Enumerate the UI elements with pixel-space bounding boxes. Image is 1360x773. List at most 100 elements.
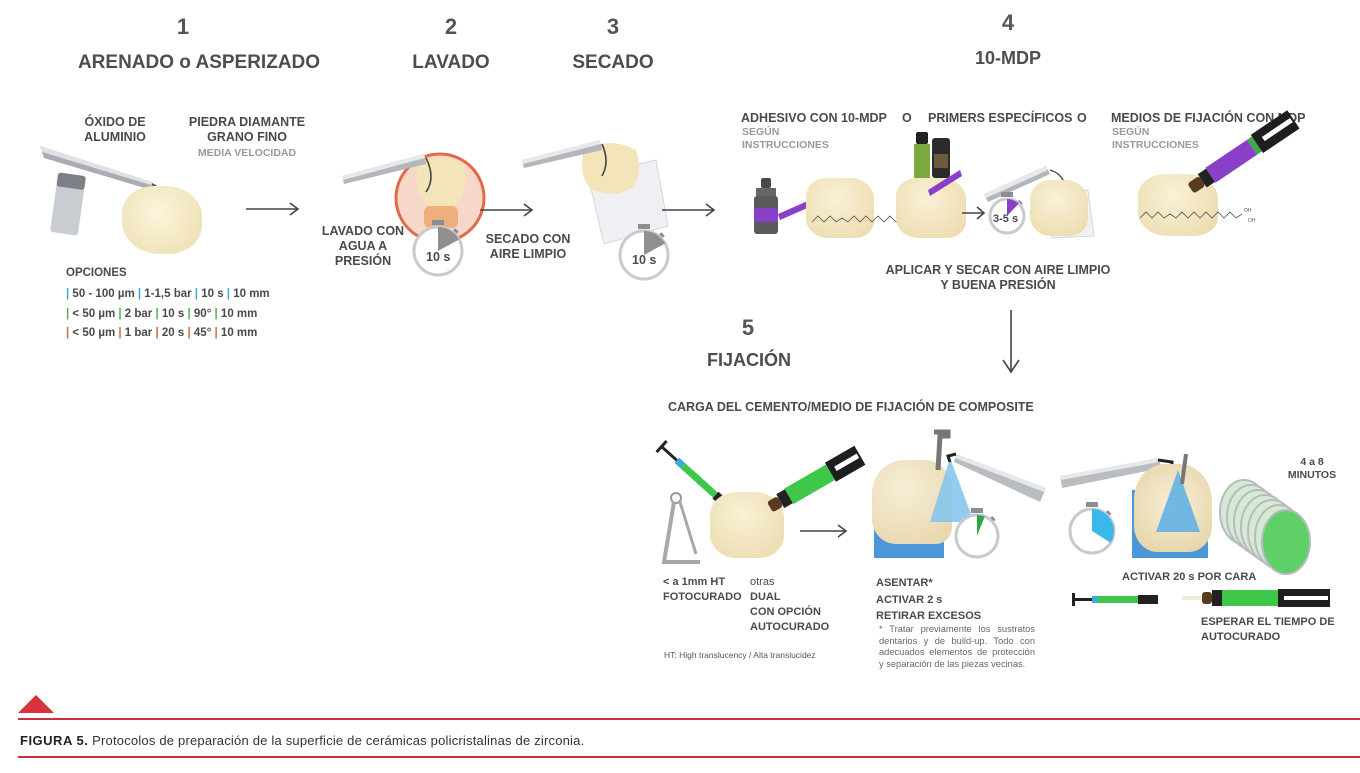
label-line: FOTOCURADO — [663, 591, 742, 603]
option-value: 90° — [193, 307, 215, 320]
divider-top — [18, 718, 1360, 720]
or-separator: O — [902, 111, 912, 125]
label-line: DUAL — [750, 591, 781, 603]
tooth-illustration — [896, 178, 966, 238]
step-3-number: 3 — [606, 14, 620, 39]
cement-loading-subtitle: CARGA DEL CEMENTO/MEDIO DE FIJACIÓN DE C… — [668, 400, 1034, 414]
arrow-right-icon — [662, 203, 716, 217]
step-4-title: 10-MDP — [974, 48, 1041, 68]
curing-time-discs-icon — [1219, 479, 1311, 575]
step-1-number: 1 — [176, 14, 190, 39]
label-line: < a 1mm HT — [663, 576, 726, 588]
label-line: ESPERAR EL TIEMPO DE — [1201, 616, 1335, 628]
option-separator: | — [137, 288, 145, 300]
stopwatch-crown — [1086, 502, 1098, 507]
sandblaster-icon — [40, 146, 164, 236]
option-separator: | — [66, 327, 73, 339]
option-value: 50 - 100 µm — [72, 288, 138, 300]
option-value: < 50 µm — [72, 327, 119, 339]
option-value: 10 s — [201, 288, 227, 300]
option-value: 2 bar — [124, 307, 156, 320]
figure-text: Protocolos de preparación de la superfic… — [88, 733, 585, 748]
option-separator: | — [118, 307, 125, 320]
option-value: 45° — [193, 327, 215, 339]
option-separator: | — [187, 327, 194, 339]
rinse-timer-label: 10 s — [426, 250, 451, 264]
molecule-label: OH — [1248, 218, 1256, 224]
label-line: ASENTAR* — [876, 577, 933, 589]
mdp-cement-label: MEDIOS DE FIJACIÓN CON MDP — [1111, 111, 1306, 125]
option-row: | < 50 µm | 1 bar | 20 s | 45° | 10 mm — [66, 324, 270, 344]
tooth-illustration — [806, 178, 874, 238]
label-line: ÓXIDO DE — [84, 115, 146, 129]
label-line: SEGÚN — [1112, 126, 1150, 138]
red-triangle-icon — [18, 695, 54, 713]
arrow-right-icon — [246, 202, 300, 216]
option-row: | 50 - 100 µm | 1-1,5 bar | 10 s | 10 mm — [66, 285, 270, 305]
primer-bottles-icon — [914, 132, 962, 196]
diamond-stone-label: PIEDRA DIAMANTE GRANO FINO MEDIA VELOCID… — [176, 115, 318, 160]
label-line: LAVADO CON — [321, 224, 405, 238]
curing-light-icon — [930, 429, 1046, 522]
stopwatch-crown — [971, 508, 983, 513]
option-value: 10 mm — [220, 327, 258, 339]
option-value: 1 bar — [124, 327, 156, 339]
label-line: ACTIVAR 2 s — [876, 593, 943, 606]
tooth-illustration — [122, 186, 202, 254]
activate-20s-label: ACTIVAR 20 s POR CARA — [1122, 571, 1257, 583]
figure-label: FIGURA 5. — [20, 733, 89, 748]
label-line: APLICAR Y SECAR CON AIRE LIMPIO — [885, 263, 1111, 277]
step-5-number: 5 — [741, 315, 755, 340]
stopwatch-elapsed-wedge — [438, 227, 460, 251]
stopwatch-icon — [618, 224, 670, 281]
photocure-label: < a 1mm HT FOTOCURADO — [663, 575, 742, 605]
aluminum-oxide-label: ÓXIDO DE ALUMINIO — [70, 115, 160, 145]
pretreatment-note: * Tratar previamente los sustratos denta… — [879, 624, 1035, 669]
rinse-label: LAVADO CON AGUA A PRESIÓN — [316, 224, 410, 269]
label-line: AUTOCURADO — [1201, 631, 1281, 643]
stopwatch-icon — [412, 220, 464, 277]
option-separator: | — [66, 307, 73, 320]
step-2-number: 2 — [444, 14, 458, 39]
mdp-molecule-icon: OH OH — [1139, 208, 1256, 224]
apply-timer-label: 3-5 s — [993, 213, 1019, 225]
option-value: 1-1,5 bar — [144, 288, 195, 300]
label-line: AUTOCURADO — [750, 621, 830, 633]
divider-bottom — [18, 756, 1360, 758]
minutes-label: 4 a 8 MINUTOS — [1282, 456, 1342, 482]
stopwatch-crown — [638, 224, 650, 229]
air-syringe-icon — [522, 140, 669, 245]
option-separator: | — [226, 288, 234, 300]
step-4-number: 4 — [1001, 10, 1015, 35]
light-cure-syringe-icon — [1072, 593, 1158, 606]
apply-dry-instruction: APLICAR Y SECAR CON AIRE LIMPIO Y BUENA … — [884, 263, 1112, 293]
option-separator: | — [187, 307, 194, 320]
label-line: GRANO FINO — [207, 130, 287, 144]
caliper-icon — [661, 492, 700, 564]
label-line: 4 a 8 — [1300, 456, 1324, 468]
dual-cure-syringe-icon — [767, 445, 866, 512]
label-subtext: MEDIA VELOCIDAD — [197, 147, 297, 159]
option-value: < 50 µm — [72, 307, 119, 320]
step-1-title: ARENADO o ASPERIZADO — [77, 52, 321, 73]
specific-primers-label: PRIMERS ESPECÍFICOS — [928, 111, 1073, 125]
stopwatch-elapsed-wedge — [1092, 509, 1114, 543]
option-separator: | — [214, 327, 221, 339]
wait-autocure-label: ESPERAR EL TIEMPO DE AUTOCURADO — [1201, 615, 1335, 645]
label-line: ALUMINIO — [84, 130, 146, 144]
step-5-title: FIJACIÓN — [706, 350, 791, 370]
label-line: AGUA A — [338, 239, 388, 253]
arrow-right-icon — [480, 203, 534, 217]
figure-caption: FIGURA 5. Protocolos de preparación de l… — [20, 733, 584, 748]
stopwatch-icon — [1068, 502, 1116, 555]
option-separator: | — [194, 288, 202, 300]
dual-cure-syringe-icon — [1182, 589, 1330, 607]
dual-cure-label: otras DUAL CON OPCIÓN AUTOCURADO — [750, 575, 829, 635]
stopwatch-elapsed-wedge — [1007, 199, 1019, 216]
seating-steps: ASENTAR* ACTIVAR 2 s RETIRAR EXCESOS — [876, 575, 981, 625]
stopwatch-elapsed-wedge — [977, 515, 985, 536]
option-value: 10 mm — [233, 288, 270, 300]
light-cone-icon — [1156, 453, 1200, 532]
timer-disc — [1261, 509, 1311, 575]
step-2-title: LAVADO — [412, 52, 490, 73]
